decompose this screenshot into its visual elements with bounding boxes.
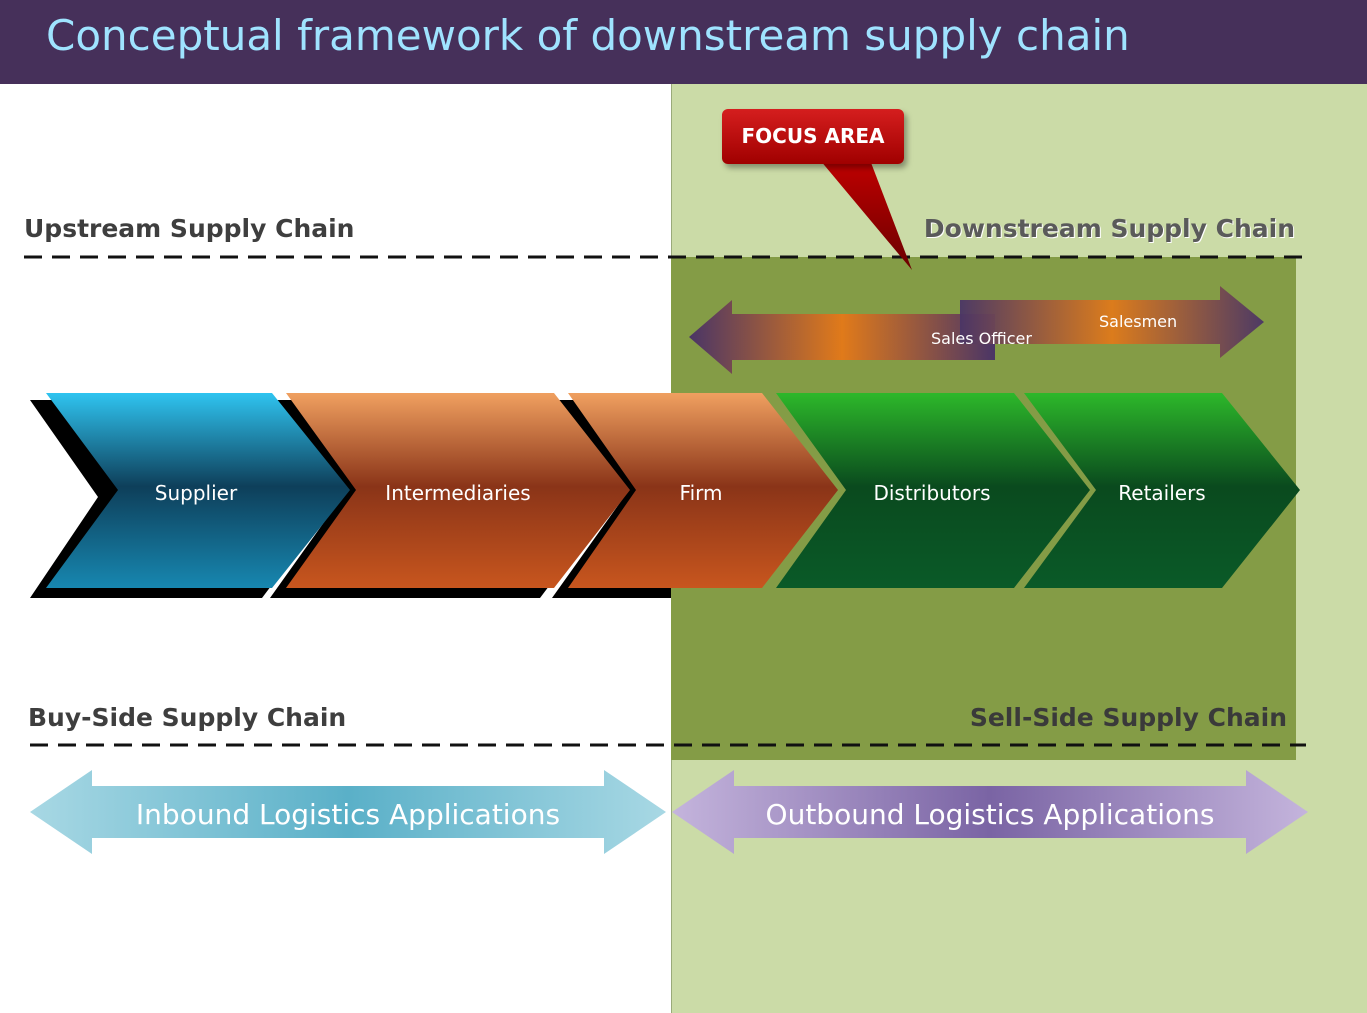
title-bar: Conceptual framework of downstream suppl… (0, 0, 1367, 84)
chevron-supplier (46, 393, 350, 588)
slide-title: Conceptual framework of downstream suppl… (46, 11, 1130, 60)
chevron-label-retailers: Retailers (1118, 481, 1206, 505)
chevron-intermediaries (286, 393, 630, 588)
outbound-logistics-label: Outbound Logistics Applications (765, 798, 1215, 831)
buyside-label: Buy-Side Supply Chain (28, 703, 347, 732)
inbound-logistics-label: Inbound Logistics Applications (135, 798, 561, 831)
inbound-logistics-arrow[interactable] (30, 770, 666, 854)
chevron-label-intermediaries: Intermediaries (385, 481, 531, 505)
chevron-label-firm: Firm (679, 481, 723, 505)
upstream-label: Upstream Supply Chain (24, 214, 355, 243)
sales-arrow-left (689, 300, 995, 374)
chevron-retailers (1024, 393, 1300, 588)
salesmen-label: Salesmen (1099, 312, 1178, 331)
chevron-firm (568, 393, 838, 588)
outbound-logistics-arrow[interactable] (672, 770, 1308, 854)
sales-officer-label: Sales Officer (931, 329, 1032, 348)
focus-area-callout: FOCUS AREA (722, 109, 904, 164)
sellside-label: Sell-Side Supply Chain (969, 703, 1287, 732)
downstream-label: Downstream Supply Chain (923, 214, 1295, 243)
chevron-distributors (776, 393, 1090, 588)
callout-pointer (820, 160, 912, 270)
chevron-label-distributors: Distributors (873, 481, 991, 505)
chevron-label-supplier: Supplier (154, 481, 238, 505)
sales-arrow-right (960, 286, 1264, 358)
